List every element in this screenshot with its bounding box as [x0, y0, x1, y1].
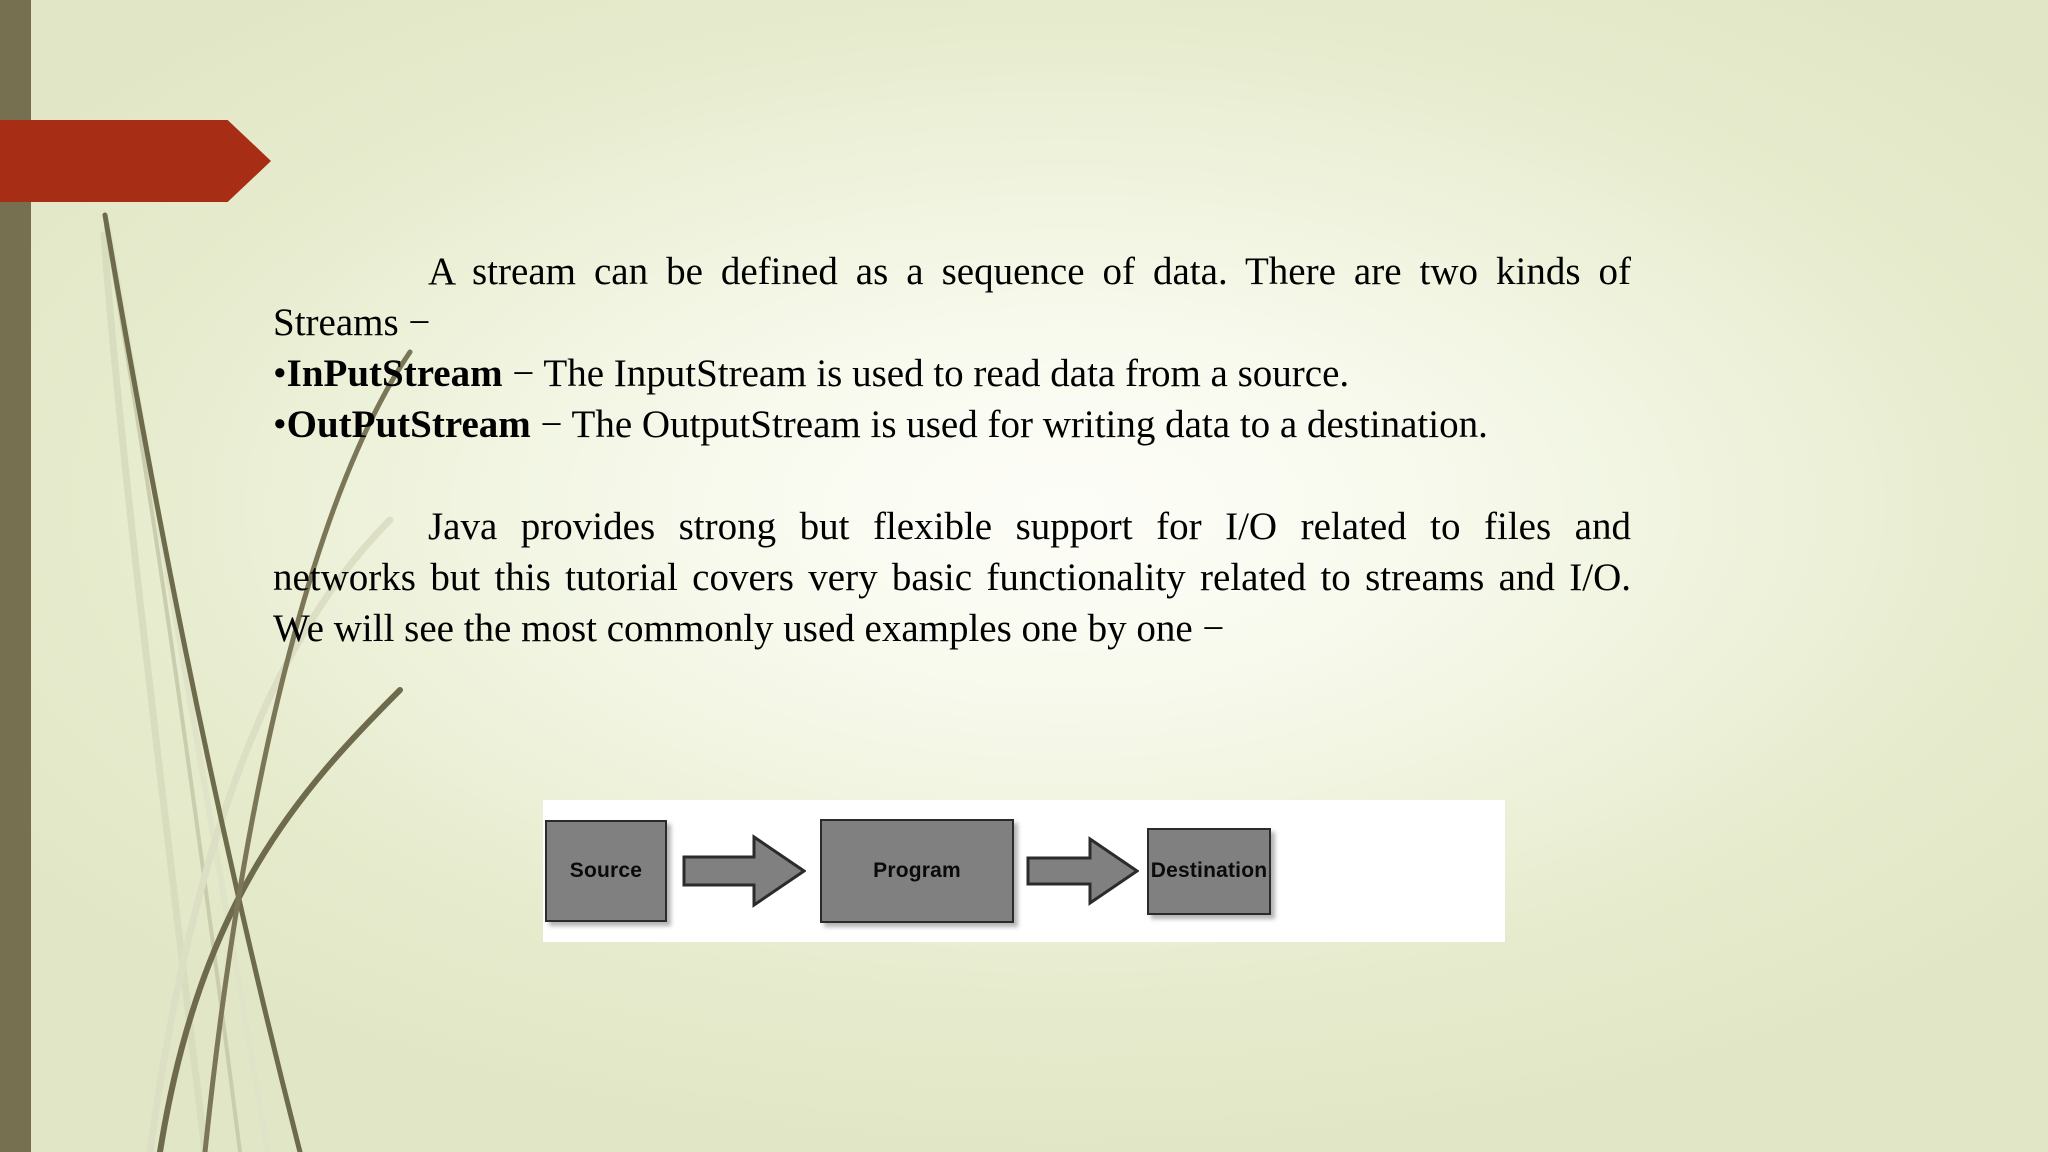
bullet-term: InPutStream [286, 352, 503, 395]
paragraph-spacer [273, 450, 1631, 501]
right-arrow-icon [682, 834, 806, 908]
bullet-marker: • [273, 403, 287, 446]
diagram-connector-1 [667, 833, 820, 909]
bullet-description: The OutputStream is used for writing dat… [571, 403, 1488, 446]
bullet-inputstream: •InPutStream − The InputStream is used t… [273, 348, 1631, 399]
diagram-node-destination: Destination [1147, 827, 1271, 915]
right-arrow-icon [1026, 836, 1139, 906]
diagram-node-source: Source [545, 820, 667, 922]
diagram-node-label: Program [873, 859, 961, 882]
diagram-node-label: Source [569, 859, 643, 882]
diagram-node-label: Destination [1150, 859, 1268, 882]
paragraph-intro: A stream can be defined as a sequence of… [273, 250, 1631, 344]
bullet-description: The InputStream is used to read data fro… [543, 352, 1350, 395]
bullet-marker: • [273, 352, 287, 395]
bullet-term: OutPutStream [286, 403, 531, 446]
body-text-block: A stream can be defined as a sequence of… [273, 246, 1631, 654]
bullet-outputstream: •OutPutStream − The OutputStream is used… [273, 399, 1631, 450]
paragraph-java-io: Java provides strong but flexible suppor… [273, 505, 1631, 650]
diagram-node-program: Program [820, 819, 1014, 923]
red-banner-arrow [0, 120, 271, 202]
diagram-connector-2 [1024, 836, 1141, 906]
bullet-separator: − [502, 352, 544, 395]
bullet-separator: − [530, 403, 572, 446]
stream-flow-diagram: Source Program Destination [543, 800, 1505, 942]
